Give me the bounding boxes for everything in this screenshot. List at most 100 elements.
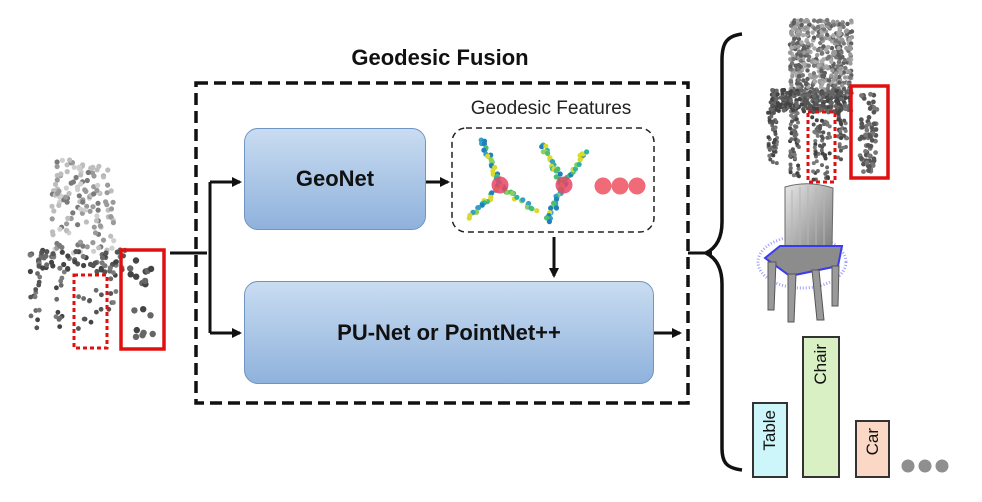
point [863,132,868,138]
point [815,94,820,100]
point [825,17,830,23]
point [803,82,809,87]
point [796,32,802,37]
point [90,204,96,210]
point [81,316,87,322]
point [82,187,88,193]
point [58,278,64,284]
point [819,36,824,41]
point [92,260,98,266]
point [837,31,842,37]
point [863,124,869,129]
point [873,127,879,132]
point [81,296,86,301]
point [93,287,99,293]
point [793,63,798,68]
point [64,169,70,175]
point [799,22,804,28]
point [87,208,93,214]
point [539,144,545,150]
point [796,174,801,179]
point [132,257,140,264]
point [133,273,140,280]
point [88,165,94,171]
point [127,271,134,278]
point [869,125,875,131]
point [867,134,873,139]
point [849,18,854,23]
point [84,203,90,209]
point [792,128,797,133]
point [543,143,549,149]
point [811,18,817,23]
point [838,70,843,75]
point [789,82,794,88]
point [808,89,813,95]
point [794,27,799,32]
point [61,261,67,268]
point [826,21,831,26]
point [96,163,102,169]
point [811,161,816,166]
point [815,24,821,30]
point [788,170,793,175]
point [871,121,877,127]
point [848,75,853,80]
point [815,19,821,24]
point [774,88,779,93]
point [796,166,801,171]
point [807,72,813,78]
point [91,173,97,179]
input-point-cloud-chair [27,157,128,331]
point [821,27,827,32]
point [848,52,853,57]
point [831,22,837,28]
point [811,122,816,127]
point [97,223,103,229]
geonet-label: GeoNet [295,166,375,191]
point [553,196,560,202]
point [67,157,73,163]
point [812,79,818,84]
point [825,175,830,180]
input-highlight-dotted-box [72,273,109,350]
point [91,224,97,230]
point [133,326,140,334]
point [802,50,807,55]
point [770,123,775,128]
point [867,121,872,127]
point [796,120,800,125]
geodesic-features-label: Geodesic Features [470,98,632,119]
geodesic-features-box [451,127,655,233]
output-zoom-box [849,84,890,180]
point [871,99,876,105]
point [771,153,776,158]
point [91,191,97,197]
point [812,94,817,99]
point [863,149,868,154]
point [841,145,846,150]
point [789,113,794,118]
point [825,32,830,38]
point [800,93,805,98]
point [105,182,111,188]
point [819,85,824,90]
point [94,268,100,275]
point [103,199,109,205]
point [842,57,847,63]
point [813,142,818,147]
point [147,265,155,273]
point [59,244,65,250]
point [788,79,793,84]
point [54,177,60,183]
point [77,206,84,212]
point [96,245,102,251]
point [839,37,845,42]
point [84,244,90,250]
point [841,41,846,46]
point [44,249,50,255]
point [785,97,790,102]
point [820,73,825,79]
point [800,33,806,38]
point [806,63,811,68]
